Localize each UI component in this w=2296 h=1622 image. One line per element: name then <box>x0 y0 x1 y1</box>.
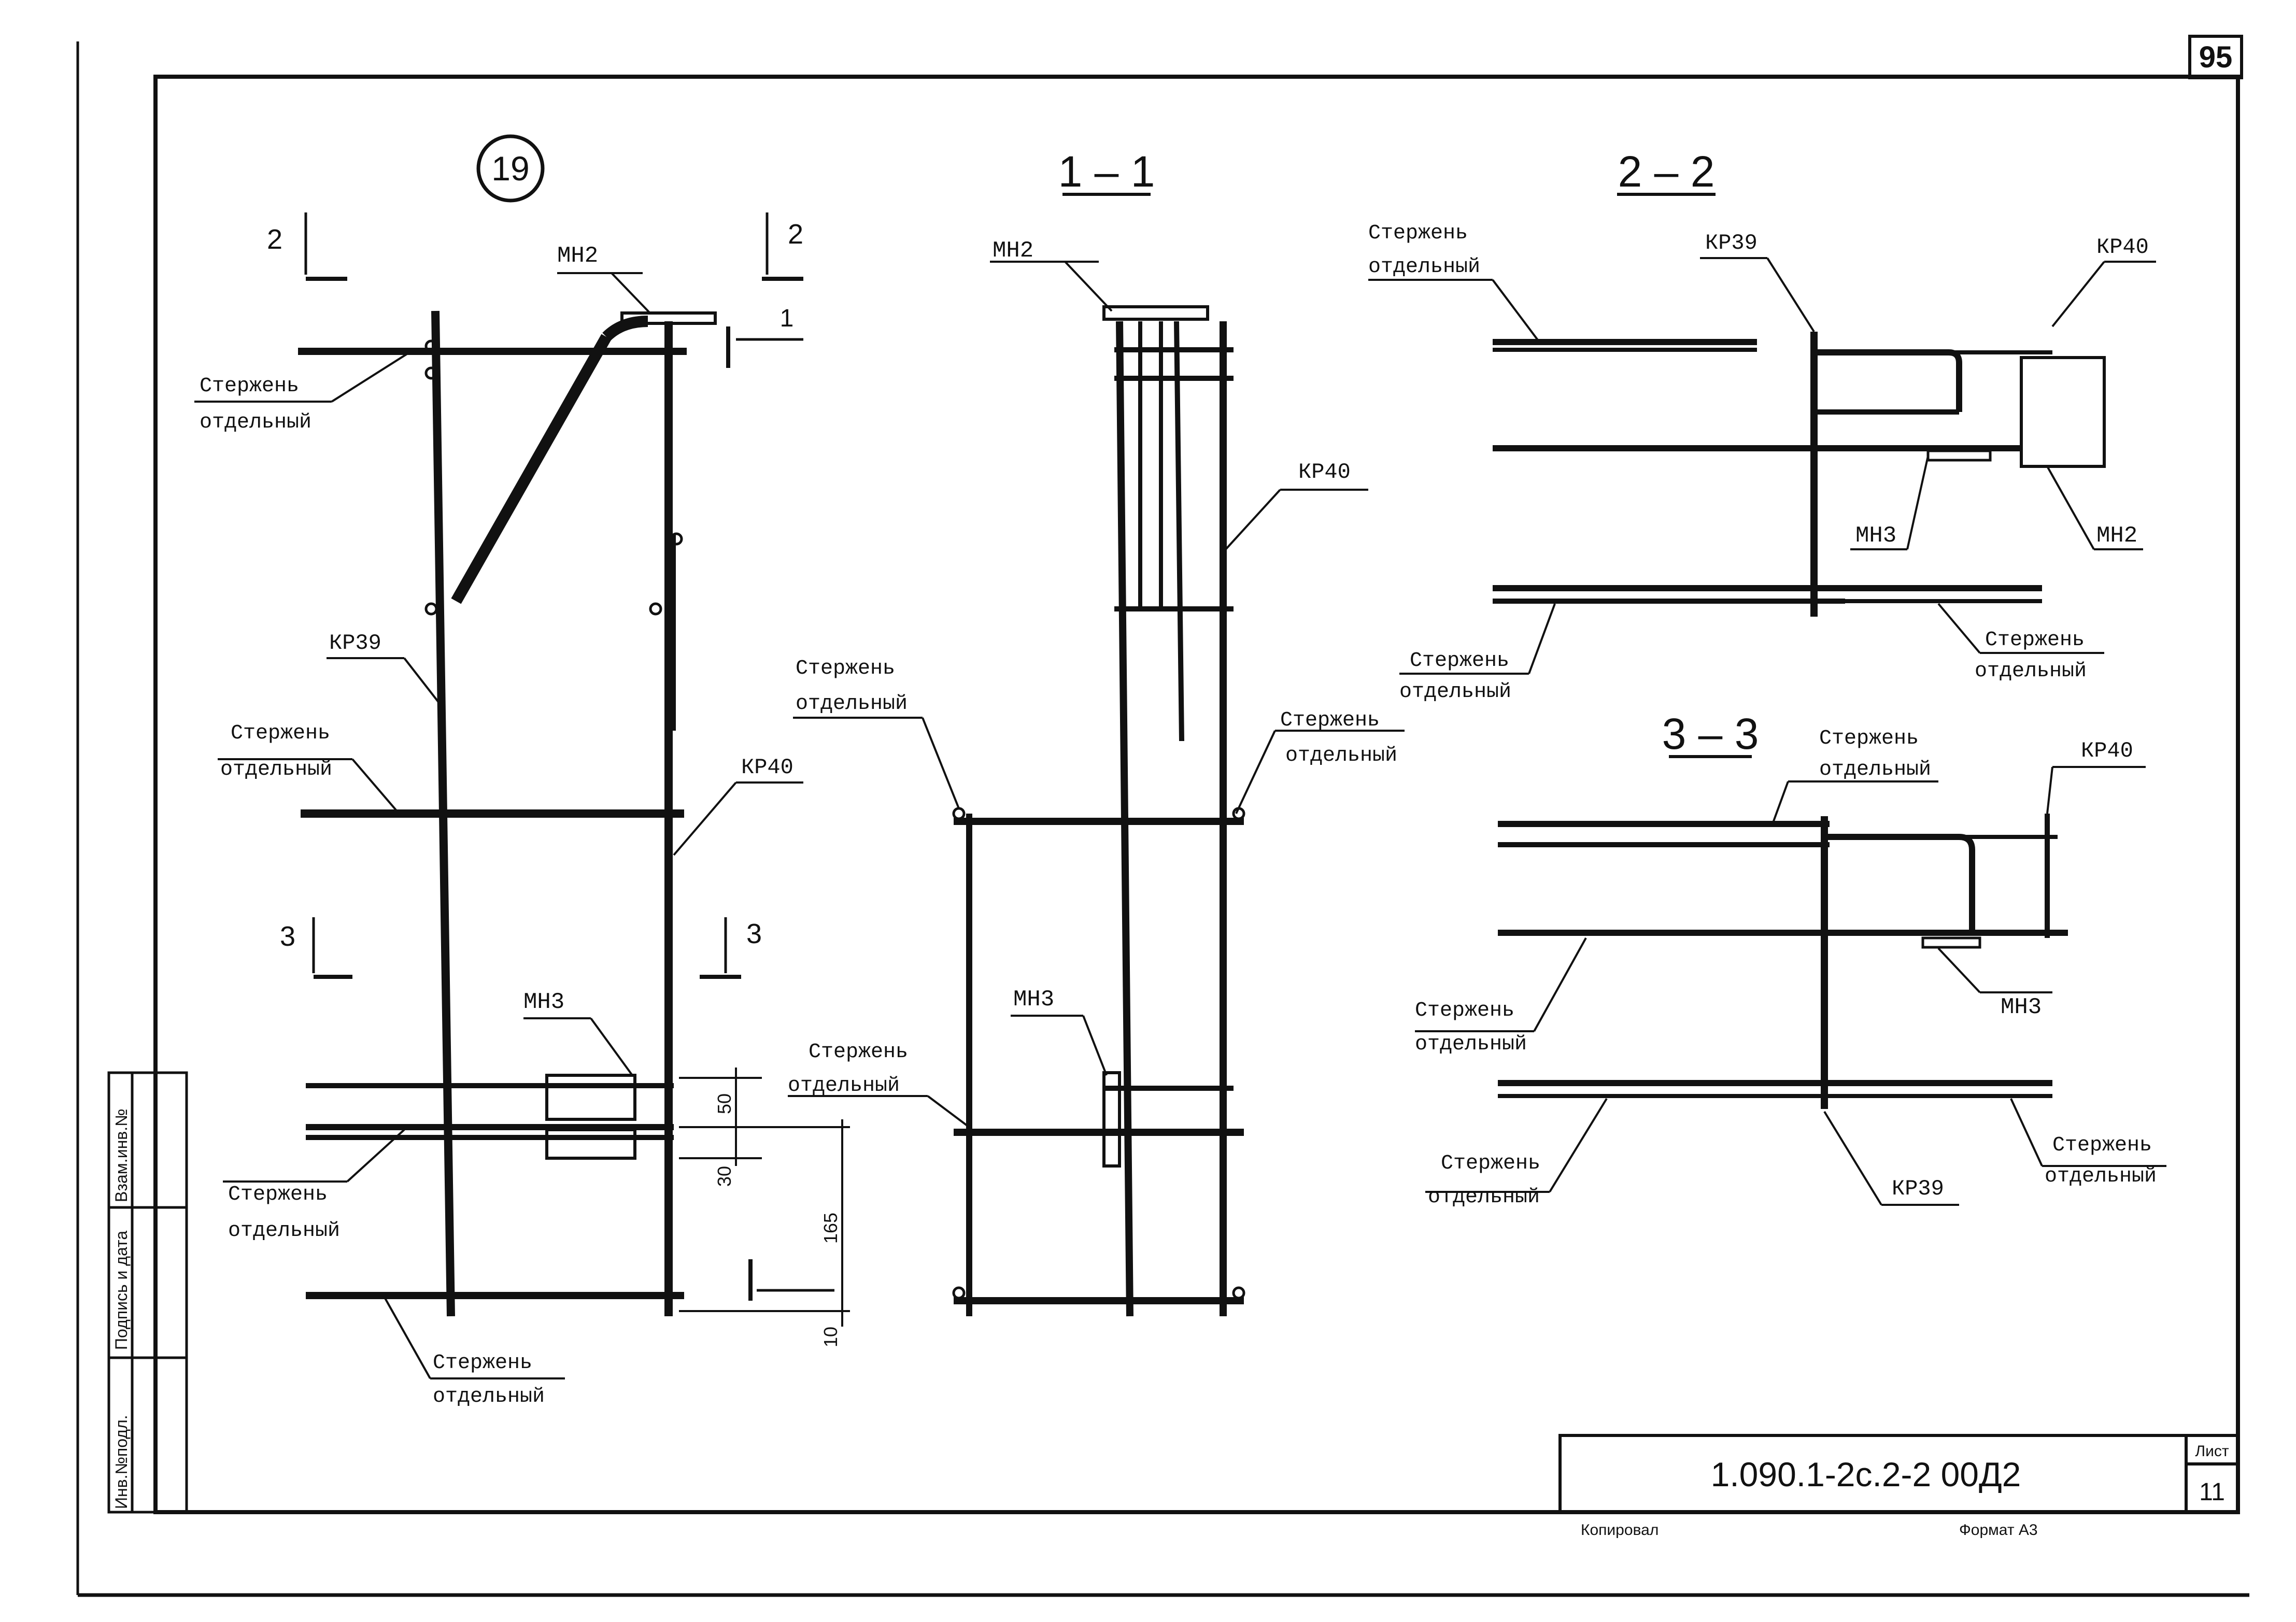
label-rod-e2: отдельный <box>796 692 908 716</box>
sheet-value: 11 <box>2199 1478 2225 1506</box>
section-3-3-title: 3 – 3 <box>1662 709 1759 758</box>
label-rod-g1: Стержень <box>809 1041 908 1064</box>
label-rod-h2: отдельный <box>1368 255 1480 279</box>
label-rod-k1: Стержень <box>1819 727 1919 750</box>
label-mn2-s11: МН2 <box>993 238 1033 264</box>
side-stamp <box>107 1071 188 1514</box>
label-mn3-s11: МН3 <box>1013 987 1054 1013</box>
label-kr40-s11: КР40 <box>1298 460 1351 485</box>
stamp-inv-podl: Инв.№подл. <box>112 1415 131 1509</box>
label-rod-d2: отдельный <box>433 1385 545 1408</box>
label-rod-n1: Стержень <box>2052 1134 2152 1157</box>
label-rod-b2: отдельный <box>220 758 332 781</box>
label-rod-c2: отдельный <box>228 1219 340 1243</box>
label-mn3-s33: МН3 <box>2001 994 2042 1020</box>
sheet-number: 95 <box>2199 40 2233 74</box>
label-rod-j1: Стержень <box>1985 629 2085 652</box>
label-rod-j2: отдельный <box>1975 660 2087 683</box>
label-rod-f1: Стержень <box>1280 709 1380 732</box>
label-rod-n2: отдельный <box>2045 1165 2157 1188</box>
stamp-signature-date: Подпись и дата <box>112 1231 131 1350</box>
section-1-1-title: 1 – 1 <box>1058 147 1155 196</box>
label-kr39-s33: КР39 <box>1892 1176 1944 1201</box>
label-rod-b1: Стержень <box>231 722 330 745</box>
node-number-circle <box>476 134 545 203</box>
label-rod-m1: Стержень <box>1441 1152 1540 1175</box>
format-label: Формат А3 <box>1959 1521 2038 1539</box>
label-kr39-node: КР39 <box>329 631 381 656</box>
section-3-3-view <box>1415 755 2166 1206</box>
cut-2-left: 2 <box>267 224 282 255</box>
label-rod-e1: Стержень <box>796 657 895 680</box>
label-rod-h1: Стержень <box>1368 222 1468 245</box>
label-kr40-node: КР40 <box>741 755 793 780</box>
label-rod-i1: Стержень <box>1410 649 1509 673</box>
dim-10: 10 <box>820 1327 841 1347</box>
label-rod-d1: Стержень <box>433 1351 532 1375</box>
dim-50: 50 <box>714 1093 735 1114</box>
cut-1: 1 <box>780 305 794 332</box>
node-19-view <box>194 134 850 1379</box>
label-rod-l2: отдельный <box>1415 1033 1527 1056</box>
label-mn2-s22: МН2 <box>2096 523 2137 549</box>
cut-3-right: 3 <box>746 918 762 949</box>
stamp-vzam-inv: Взам.инв.№ <box>112 1109 131 1202</box>
label-rod-c1: Стержень <box>228 1183 328 1206</box>
label-rod-m2: отдельный <box>1428 1186 1540 1209</box>
copied-by: Копировал <box>1581 1521 1659 1539</box>
label-rod-a1: Стержень <box>200 375 299 398</box>
label-rod-f2: отдельный <box>1285 744 1397 767</box>
sheet-label: Лист <box>2195 1443 2229 1460</box>
label-mn3-node: МН3 <box>523 989 564 1015</box>
dim-30: 30 <box>714 1166 735 1187</box>
section-2-2-view <box>1368 193 2156 675</box>
sheet-frame <box>76 35 2249 1597</box>
label-rod-g2: отдельный <box>788 1074 900 1098</box>
dim-165: 165 <box>820 1213 841 1244</box>
label-kr40-s22: КР40 <box>2096 235 2149 260</box>
document-code: 1.090.1-2с.2-2 00Д2 <box>1711 1455 2021 1493</box>
label-rod-l1: Стержень <box>1415 999 1514 1022</box>
label-kr40-s33: КР40 <box>2081 738 2133 763</box>
label-rod-i2: отдельный <box>1399 680 1511 704</box>
node-number: 19 <box>491 149 529 188</box>
label-rod-a2: отдельный <box>200 411 311 434</box>
title-block <box>1558 1434 2240 1514</box>
section-2-2-title: 2 – 2 <box>1618 147 1715 196</box>
label-mn3-s22: МН3 <box>1855 523 1896 549</box>
label-rod-k2: отдельный <box>1819 758 1931 781</box>
cut-2-right: 2 <box>788 219 803 250</box>
label-kr39-s22: КР39 <box>1705 231 1758 255</box>
section-1-1-view <box>788 193 1405 1317</box>
label-mn2-node: МН2 <box>557 243 598 269</box>
cut-3-left: 3 <box>280 921 295 952</box>
